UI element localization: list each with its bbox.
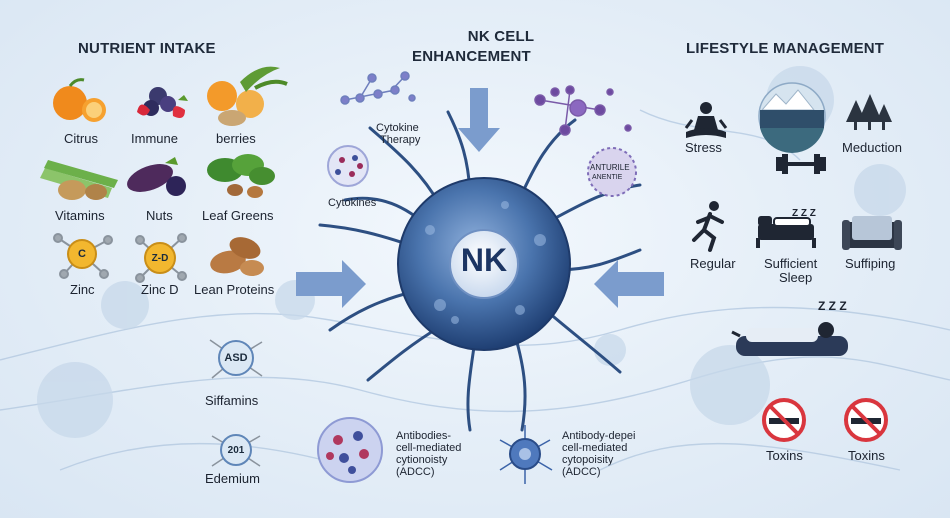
- adcc-right-icon: [499, 425, 553, 484]
- bed-icon: [756, 216, 816, 248]
- zinc-molecule-icon: [53, 233, 113, 279]
- nk-cell-label: NK: [460, 242, 508, 278]
- adcc-right-label-1: Antibody-depei: [562, 430, 636, 442]
- label-edemium: Edemium: [205, 471, 260, 486]
- label-nuts: Nuts: [146, 208, 173, 223]
- almonds-icon: [210, 237, 264, 276]
- arrow-icon: [296, 88, 664, 308]
- label-sleep: Sleep: [779, 270, 813, 285]
- label-immune: Immune: [131, 131, 178, 146]
- cytokines-label: Cytokines: [328, 197, 377, 209]
- label-zinc: Zinc: [70, 282, 95, 297]
- adcc-left-label-2: cell-mediated: [396, 442, 462, 454]
- label-suffiping: Suffiping: [845, 256, 896, 271]
- adcc-right-label-2: cell-mediated: [562, 442, 628, 454]
- label-sufficient: Sufficient: [764, 256, 818, 271]
- label-regular: Regular: [690, 256, 736, 271]
- label-vitamins: Vitamins: [55, 208, 105, 223]
- label-berries: berries: [216, 131, 256, 146]
- trees-icon: [846, 94, 892, 130]
- zinc-badge: C: [78, 248, 86, 260]
- anturile-label-1: ANTURILE: [590, 163, 630, 172]
- no-smoking-icon: [762, 398, 806, 442]
- label-toxins-2: Toxins: [848, 448, 885, 463]
- label-citrus: Citrus: [64, 131, 98, 146]
- adcc-left-icon: [317, 417, 383, 483]
- dumbbell-icon: [776, 154, 826, 174]
- anturile-label-2: ANENTIE: [592, 174, 623, 181]
- adcc-right-label-3: cytopoisity: [562, 454, 614, 466]
- adcc-left-label-4: (ADCC): [396, 466, 435, 478]
- forest-icon: [758, 82, 826, 153]
- chair-icon: [842, 216, 902, 250]
- cytokine-therapy-label-2: Therapy: [380, 134, 421, 146]
- sleeping-person-icon: [731, 322, 848, 356]
- zzz-label-2: Z Z Z: [818, 299, 847, 313]
- label-toxins-1: Toxins: [766, 448, 803, 463]
- zzz-label-1: Z Z Z: [792, 208, 816, 219]
- runner-icon: [692, 201, 724, 252]
- asd-badge: ASD: [224, 352, 248, 364]
- eggplant-icon: [127, 157, 186, 196]
- cytokine-therapy-label-1: Cytokine: [376, 122, 419, 134]
- meditation-icon: [684, 102, 728, 138]
- cytokine-therapy-icon: [340, 71, 416, 105]
- nk-header-line1: NK CELL: [467, 28, 535, 45]
- cytokines-icon: [327, 145, 369, 187]
- nk-header-line2: ENHANCEMENT: [412, 48, 531, 65]
- label-zinc-d: Zinc D: [141, 282, 179, 297]
- adcc-left-label-3: cytionoisty: [396, 454, 448, 466]
- zinc-d-molecule-icon: [135, 233, 187, 283]
- adcc-right-label-4: (ADCC): [562, 466, 601, 478]
- label-siffamins: Siffamins: [205, 393, 259, 408]
- nutrient-intake-header: NUTRIENT INTAKE: [78, 40, 216, 57]
- label-meduction: Meduction: [842, 140, 902, 155]
- adcc-left-label-1: Antibodies-: [396, 430, 452, 442]
- label-leaf-greens: Leaf Greens: [202, 208, 274, 223]
- cytokine-molecule-icon: [534, 85, 632, 136]
- celery-icon: [40, 160, 118, 200]
- greens-icon: [207, 154, 275, 198]
- berries-icon: [137, 87, 188, 118]
- orange-icon: [53, 78, 106, 122]
- label-lean-proteins: Lean Proteins: [194, 282, 275, 297]
- fruit-icon: [207, 66, 288, 126]
- label-stress: Stress: [685, 140, 722, 155]
- anturile-icon: [587, 147, 637, 197]
- asd-molecule-icon: [218, 340, 254, 376]
- lifestyle-header: LIFESTYLE MANAGEMENT: [686, 40, 885, 57]
- edemium-badge: 201: [227, 444, 245, 456]
- edemium-molecule-icon: [220, 434, 252, 466]
- no-smoking-icon-2: [844, 398, 888, 442]
- zinc-d-badge: Z-D: [151, 252, 169, 264]
